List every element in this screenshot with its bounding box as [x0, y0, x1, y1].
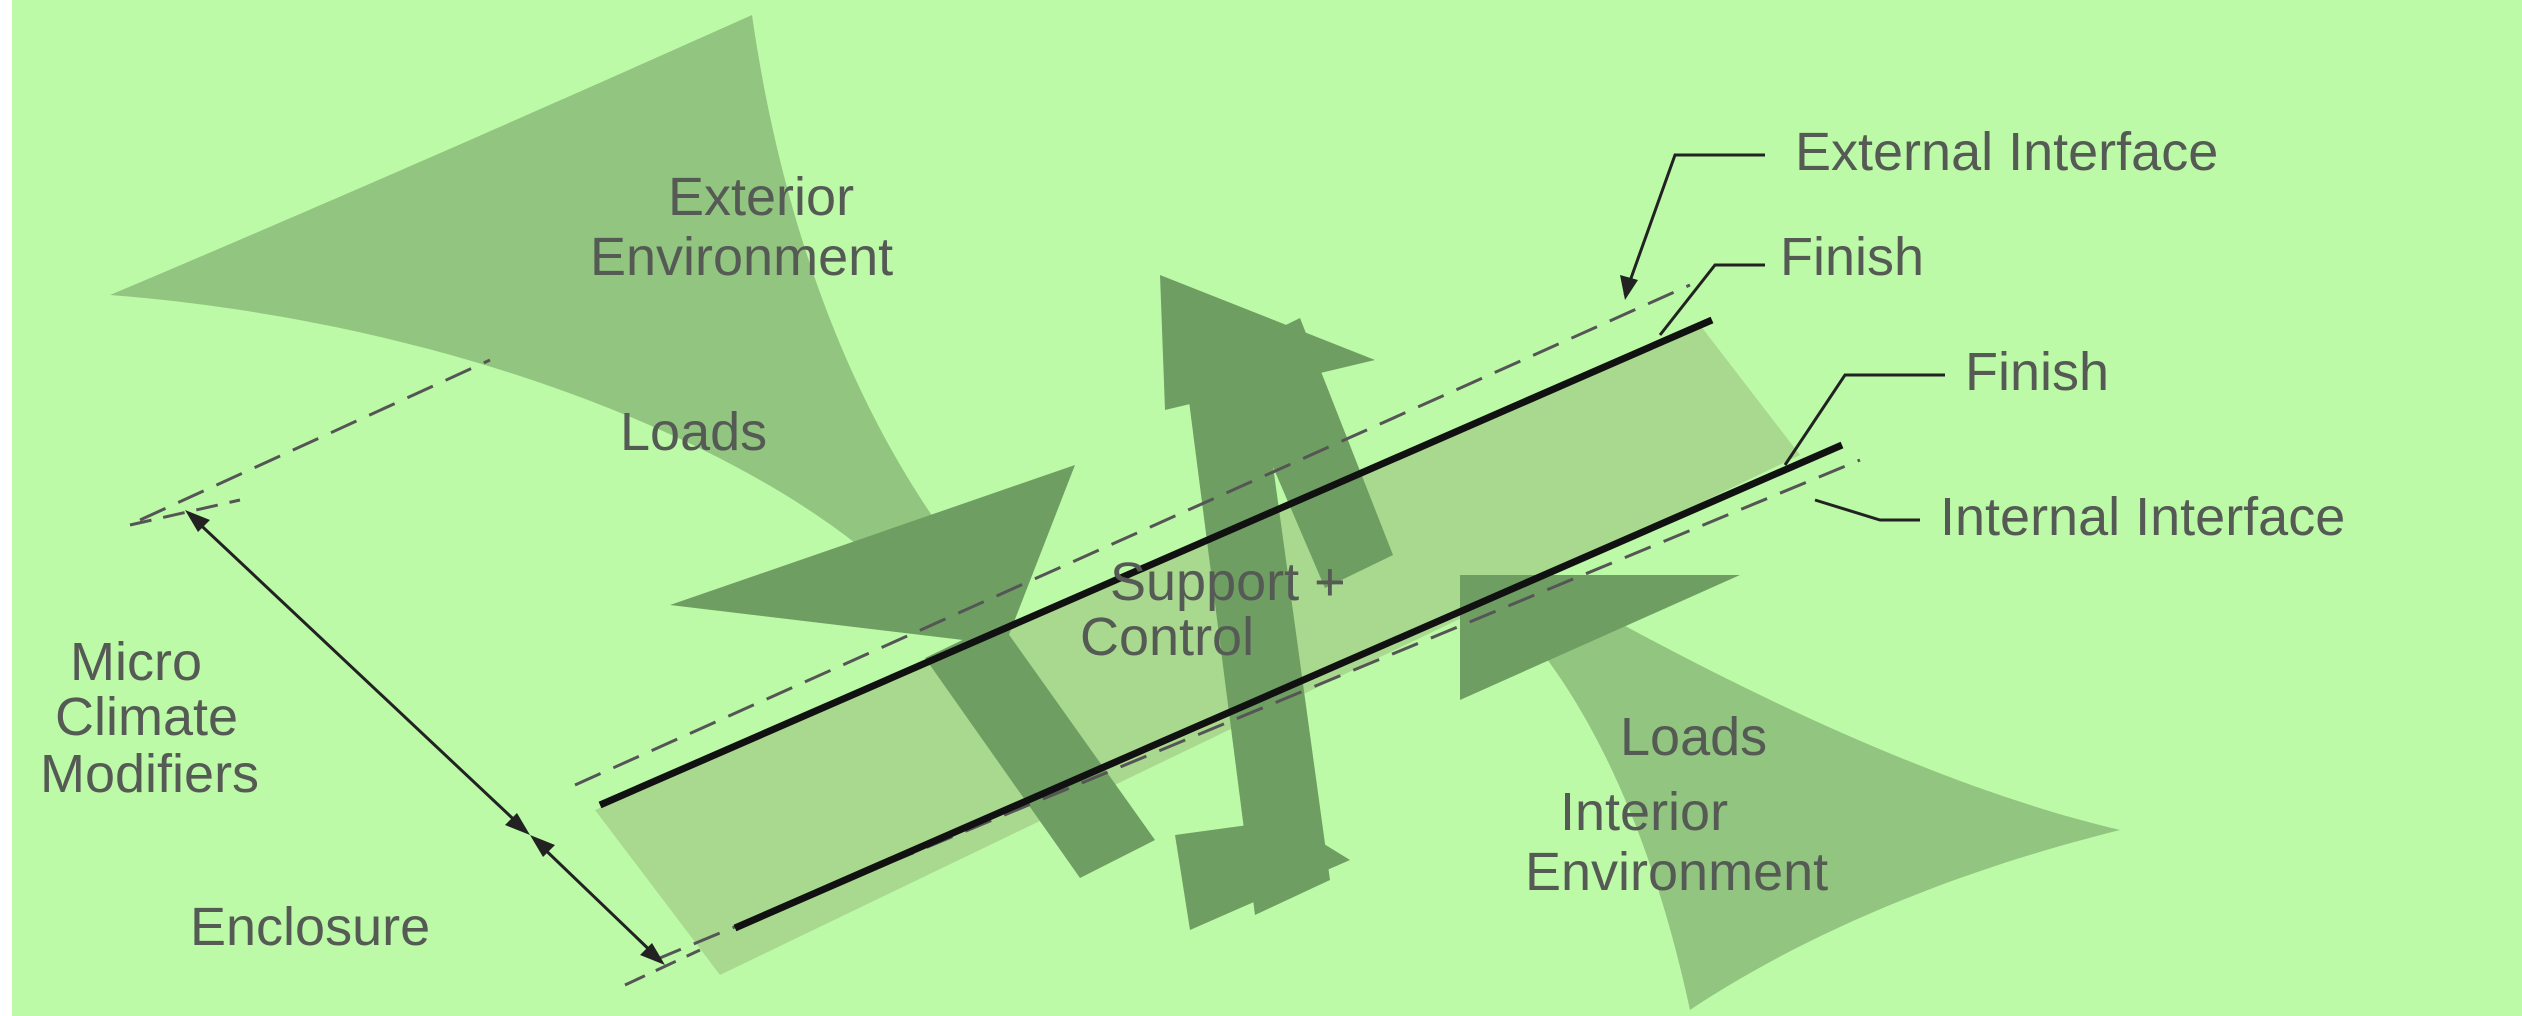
finish-top-label: Finish — [1780, 227, 1924, 287]
arrow-shaft-main-visible — [1185, 335, 1330, 915]
enclosure-arrow-end — [640, 943, 665, 965]
exterior-load-arrowhead — [670, 465, 1075, 645]
loads-top-label: Loads — [620, 402, 767, 462]
interior-load-wedge — [1540, 615, 2120, 1010]
interior-finish-line — [733, 441, 1844, 932]
external-interface-dashed-line — [574, 283, 1691, 787]
interior-environment-label-line2: Environment — [1525, 842, 1828, 902]
external-interface-leader-arrow — [1620, 275, 1638, 300]
double-arrow-shaft-lower — [925, 622, 1155, 878]
micro-climate-label-line3: Modifiers — [40, 744, 259, 804]
micro-climate-arrow-end — [505, 813, 530, 835]
micro-climate-arrow-start — [185, 510, 210, 532]
upper-extension-dashed-line — [139, 358, 491, 522]
arrow-head-southeast-visible — [1175, 820, 1350, 930]
loads-bottom-label: Loads — [1620, 707, 1767, 767]
enclosure-band — [595, 325, 1800, 975]
support-control-label-line1: Support + — [1110, 552, 1346, 612]
finish-top-leader — [1658, 263, 1765, 336]
internal-interface-label: Internal Interface — [1940, 487, 2345, 547]
external-interface-label: External Interface — [1795, 122, 2218, 182]
enclosure-label: Enclosure — [190, 897, 430, 957]
exterior-finish-line — [598, 316, 1714, 809]
micro-climate-label-line2: Climate — [55, 687, 238, 747]
external-interface-leader — [1623, 153, 1765, 296]
left-border — [0, 0, 12, 1016]
support-control-label-line2: Control — [1080, 607, 1254, 667]
finish-bottom-label: Finish — [1965, 342, 2109, 402]
exterior-environment-label-line1: Exterior — [668, 167, 854, 227]
dimension-tick-bottom — [624, 948, 701, 987]
micro-climate-label-line1: Micro — [70, 632, 202, 692]
finish-bottom-leader — [1783, 373, 1945, 466]
exterior-load-wedge — [110, 15, 935, 555]
arrow-head-northwest — [1160, 275, 1375, 410]
exterior-environment-label-line2: Environment — [590, 227, 893, 287]
micro-climate-dimension-line — [188, 513, 527, 832]
dimension-tick-top — [129, 498, 241, 527]
enclosure-arrow-start — [530, 835, 555, 857]
internal-interface-leader — [1814, 498, 1920, 522]
enclosure-dimension-line — [533, 838, 662, 962]
interior-environment-label-line1: Interior — [1560, 782, 1728, 842]
interior-load-arrowhead — [1460, 575, 1740, 700]
